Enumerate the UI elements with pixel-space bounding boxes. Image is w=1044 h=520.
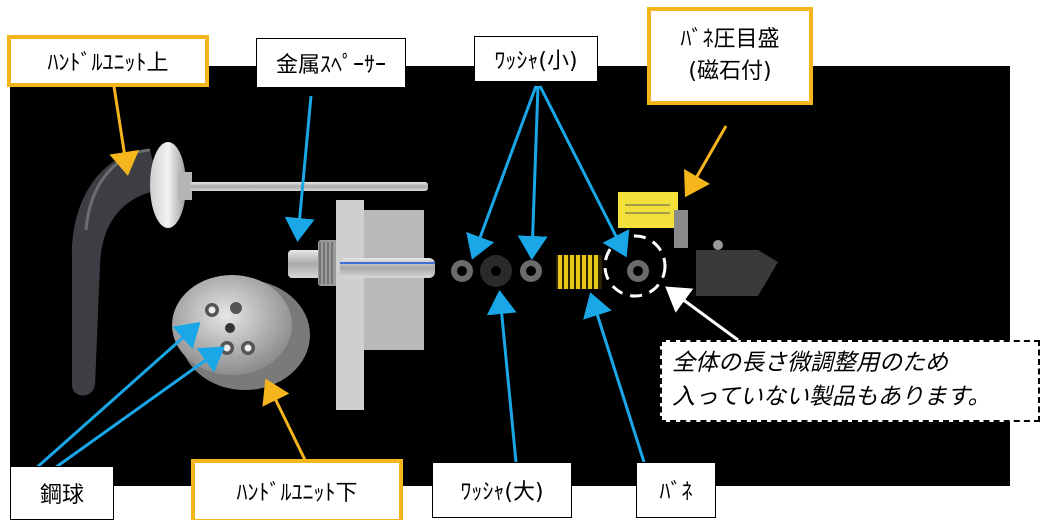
spring-scale-part [618,192,688,248]
lock-body [336,200,435,410]
metal-spacer-part [288,240,338,286]
optional-washer-circle [603,234,667,298]
note-box: 全体の長さ微調整用のため 入っていない製品もあります。 [660,340,1040,422]
washer-small-2 [520,260,542,282]
label-spring-scale-line2: (磁石付) [688,59,772,84]
callout-arrows [33,79,739,472]
label-handle-bottom: ﾊﾝﾄﾞﾙﾕﾆｯﾄ下 [191,459,403,520]
spring-part [556,255,602,289]
label-steel-ball: 鋼球 [10,466,114,520]
washer-small-1 [451,260,473,282]
label-spring-scale: ﾊﾞﾈ圧目盛 (磁石付) [647,7,813,105]
handle-rose [150,142,192,228]
handle-lever [71,148,160,396]
label-spring: ﾊﾞﾈ [636,462,716,518]
label-metal-spacer: 金属ｽﾍﾟｰｻｰ [256,38,406,88]
latch-part [696,240,778,296]
note-line2: 入っていない製品もあります。 [672,384,991,410]
label-handle-top: ﾊﾝﾄﾞﾙﾕﾆｯﾄ上 [7,35,209,87]
handle-bottom-disc [172,275,310,390]
spindle-rod [190,182,428,191]
washer-large-part [480,255,512,287]
note-line1: 全体の長さ微調整用のため [672,350,948,376]
label-washer-small: ﾜｯｼｬ(小) [474,36,598,82]
label-spring-scale-line1: ﾊﾞﾈ圧目盛 [680,27,780,52]
washer-small-3 [627,260,649,282]
label-washer-large: ﾜｯｼｬ(大) [432,462,572,518]
